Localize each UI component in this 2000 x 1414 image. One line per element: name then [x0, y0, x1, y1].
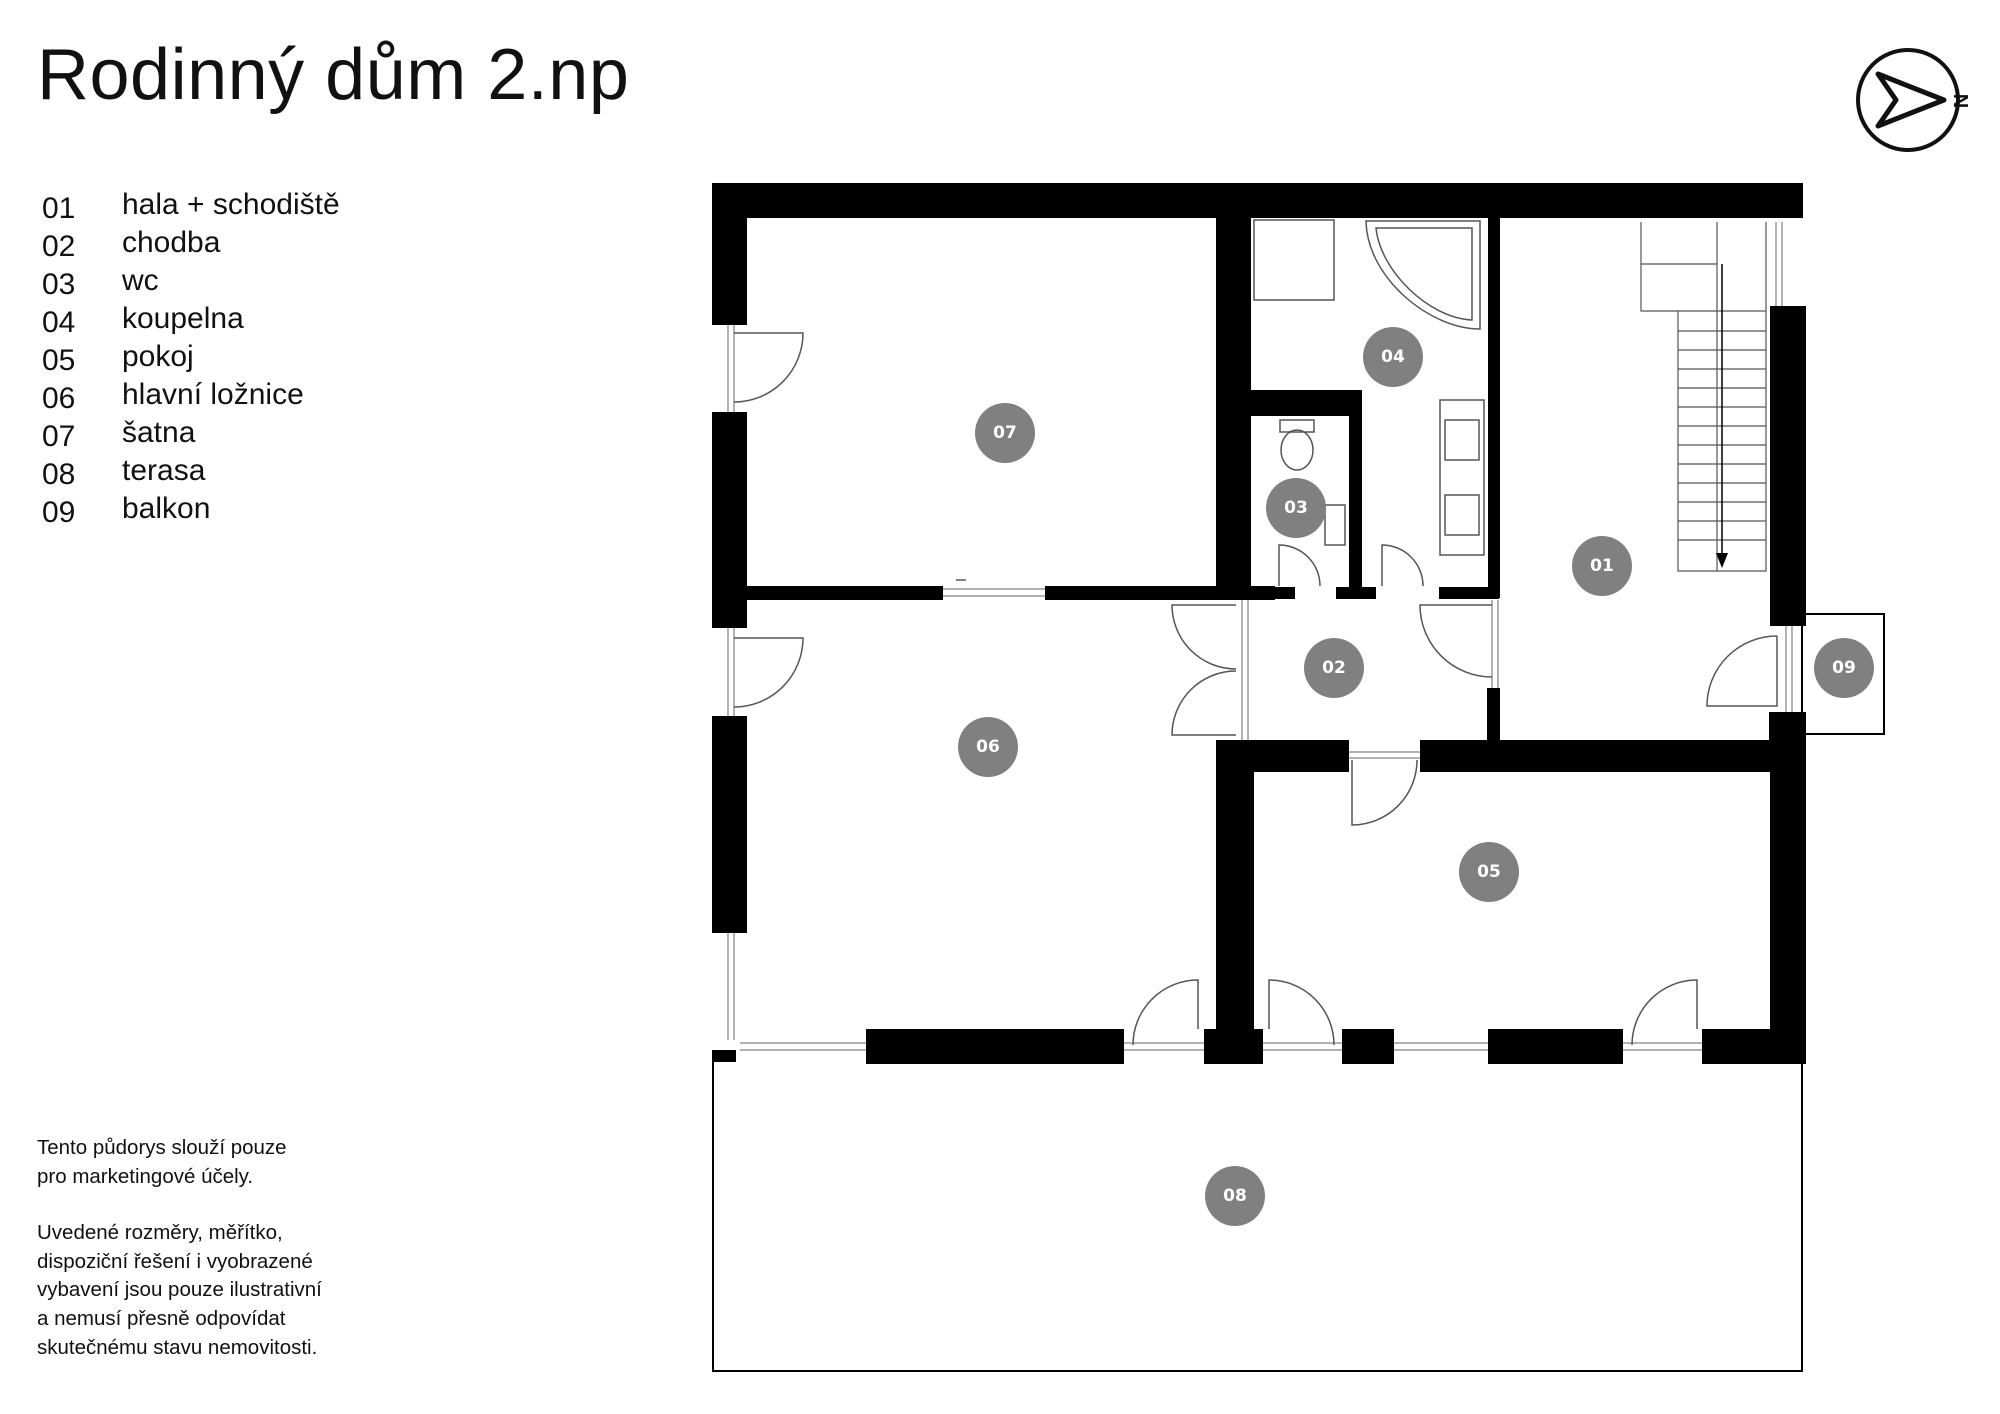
- legend-number: 07: [42, 420, 76, 453]
- toilet: [1279, 419, 1315, 471]
- legend-number: 04: [42, 306, 76, 339]
- room-badge-label: 08: [1223, 1186, 1247, 1206]
- staircase: [1640, 222, 1767, 572]
- room-badge-label: 09: [1832, 658, 1856, 678]
- room-badge-01: 01: [1572, 536, 1632, 596]
- room-badge-02: 02: [1304, 638, 1364, 698]
- legend-label: koupelna: [122, 302, 244, 335]
- disclaimer-line: Uvedené rozměry, měřítko,: [37, 1221, 283, 1245]
- room-badge-label: 01: [1590, 556, 1614, 576]
- compass-north-label: N: [1949, 94, 1970, 108]
- room-badge-06: 06: [958, 717, 1018, 777]
- legend-number: 03: [42, 268, 76, 301]
- legend-label: chodba: [122, 226, 221, 259]
- room-badge-08: 08: [1205, 1166, 1265, 1226]
- disclaimer-line: a nemusí přesně odpovídat: [37, 1306, 286, 1330]
- room-badge-label: 02: [1322, 658, 1346, 678]
- balcony-outline: [1801, 613, 1885, 735]
- legend-label: terasa: [122, 454, 206, 487]
- room-badge-07: 07: [975, 403, 1035, 463]
- disclaimer: Tento půdorys slouží pouze pro marketing…: [37, 1134, 357, 1362]
- disclaimer-line: Tento půdorys slouží pouze: [37, 1136, 287, 1159]
- room-badge-label: 03: [1284, 498, 1308, 518]
- north-arrow-icon: N: [1856, 48, 1970, 152]
- disclaimer-line: pro marketingové účely.: [37, 1164, 254, 1188]
- room-badge-label: 06: [976, 737, 1000, 757]
- legend-label: balkon: [122, 492, 211, 525]
- hand-basin: [1324, 504, 1346, 546]
- disclaimer-line: vybavení jsou pouze ilustrativní: [37, 1278, 322, 1302]
- legend-number: 01: [42, 192, 76, 225]
- legend-number: 05: [42, 344, 76, 377]
- room-badge-03: 03: [1266, 478, 1326, 538]
- room-badge-04: 04: [1363, 327, 1423, 387]
- page-title: Rodinný dům 2.np: [37, 35, 630, 115]
- legend-label: hlavní ložnice: [122, 378, 304, 411]
- terrace-outline: [712, 1061, 1803, 1372]
- room-badge-label: 05: [1477, 862, 1501, 882]
- legend-label: šatna: [122, 416, 196, 449]
- legend-number: 09: [42, 496, 76, 529]
- walls: [712, 183, 1806, 1064]
- room-badge-label: 04: [1381, 347, 1405, 367]
- shower: [1253, 219, 1335, 301]
- legend-number: 06: [42, 382, 76, 415]
- legend-label: pokoj: [122, 340, 194, 373]
- disclaimer-paragraph: Uvedené rozměry, měřítko, dispoziční řeš…: [37, 1219, 357, 1362]
- room-badge-05: 05: [1459, 842, 1519, 902]
- window-glazing: [727, 222, 1793, 1051]
- disclaimer-line: skutečnému stavu nemovitosti.: [37, 1335, 318, 1359]
- double-sink: [1439, 399, 1485, 556]
- disclaimer-line: dispoziční řešení i vyobrazené: [37, 1249, 313, 1273]
- room-badge-09: 09: [1814, 638, 1874, 698]
- bathtub: [1365, 220, 1481, 330]
- legend-label: hala + schodiště: [122, 188, 340, 221]
- stair-direction-arrow-icon: [1716, 553, 1728, 568]
- room-badge-label: 07: [993, 423, 1017, 443]
- legend-number: 08: [42, 458, 76, 491]
- legend-label: wc: [122, 264, 159, 297]
- legend-number: 02: [42, 230, 76, 263]
- disclaimer-paragraph: Tento půdorys slouží pouze pro marketing…: [37, 1134, 357, 1191]
- door-swings: [733, 332, 1778, 1046]
